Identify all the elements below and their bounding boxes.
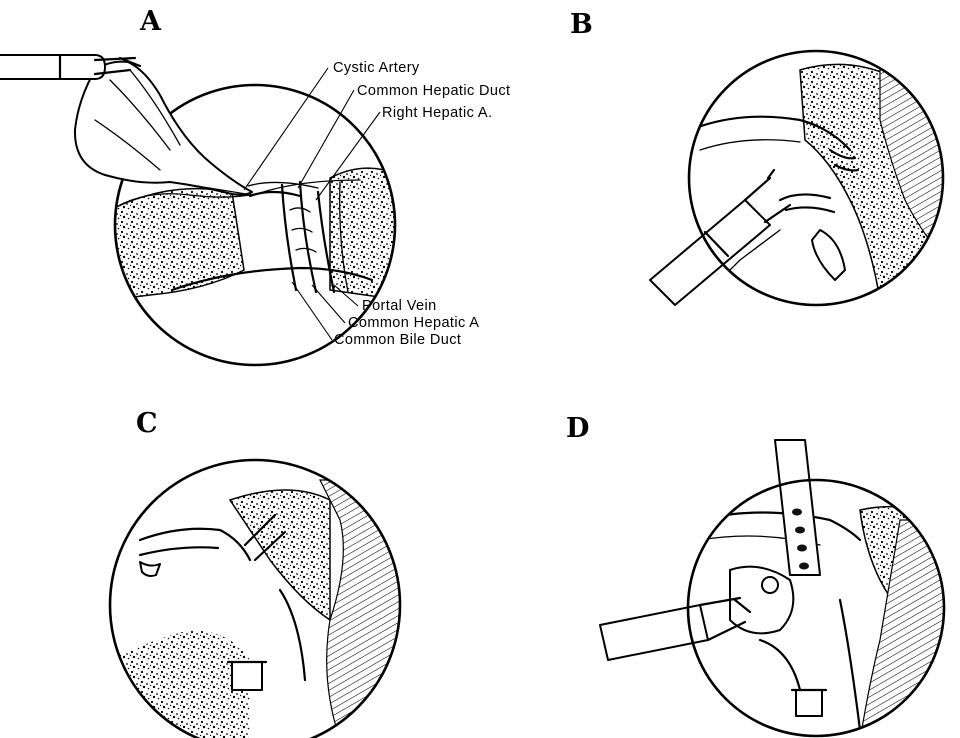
panel-a: A xyxy=(0,6,510,365)
clip-applier-shaft xyxy=(650,200,770,305)
label-portal-vein: Portal Vein xyxy=(362,298,437,314)
label-right-hepatic-artery: Right Hepatic A. xyxy=(382,105,492,121)
panel-letter-d: D xyxy=(566,413,589,444)
panel-letter-b: B xyxy=(570,9,593,40)
panel-c-liver xyxy=(230,490,330,620)
panel-c: C xyxy=(110,408,410,738)
grasper-d-shaft xyxy=(600,605,708,660)
panel-b: B xyxy=(570,9,945,305)
panel-c-clip-stump xyxy=(140,562,160,576)
panel-d-clip xyxy=(796,690,822,716)
panel-c-clip xyxy=(232,662,262,690)
panel-letter-a: A xyxy=(139,6,162,37)
gallbladder xyxy=(75,62,252,195)
panel-d: D xyxy=(566,413,945,738)
common-bile-duct-wall xyxy=(282,185,296,290)
panel-d-gallbladder-bed xyxy=(730,567,793,634)
suction-irrigator-shaft xyxy=(775,440,820,575)
panel-c-divided-duct xyxy=(140,529,250,560)
suction-irrigator xyxy=(775,440,820,575)
grasper-shaft xyxy=(0,55,105,79)
grasper-instrument-d xyxy=(600,598,750,660)
panel-b-clips xyxy=(780,194,834,212)
common-hepatic-duct-wall xyxy=(300,182,316,292)
panel-letter-c: C xyxy=(136,408,158,439)
label-common-hepatic-duct: Common Hepatic Duct xyxy=(357,83,510,99)
label-common-bile-duct: Common Bile Duct xyxy=(334,332,461,348)
label-cystic-artery: Cystic Artery xyxy=(333,60,420,76)
liver-tissue-left xyxy=(110,189,244,300)
label-common-hepatic-artery: Common Hepatic A xyxy=(348,315,479,331)
